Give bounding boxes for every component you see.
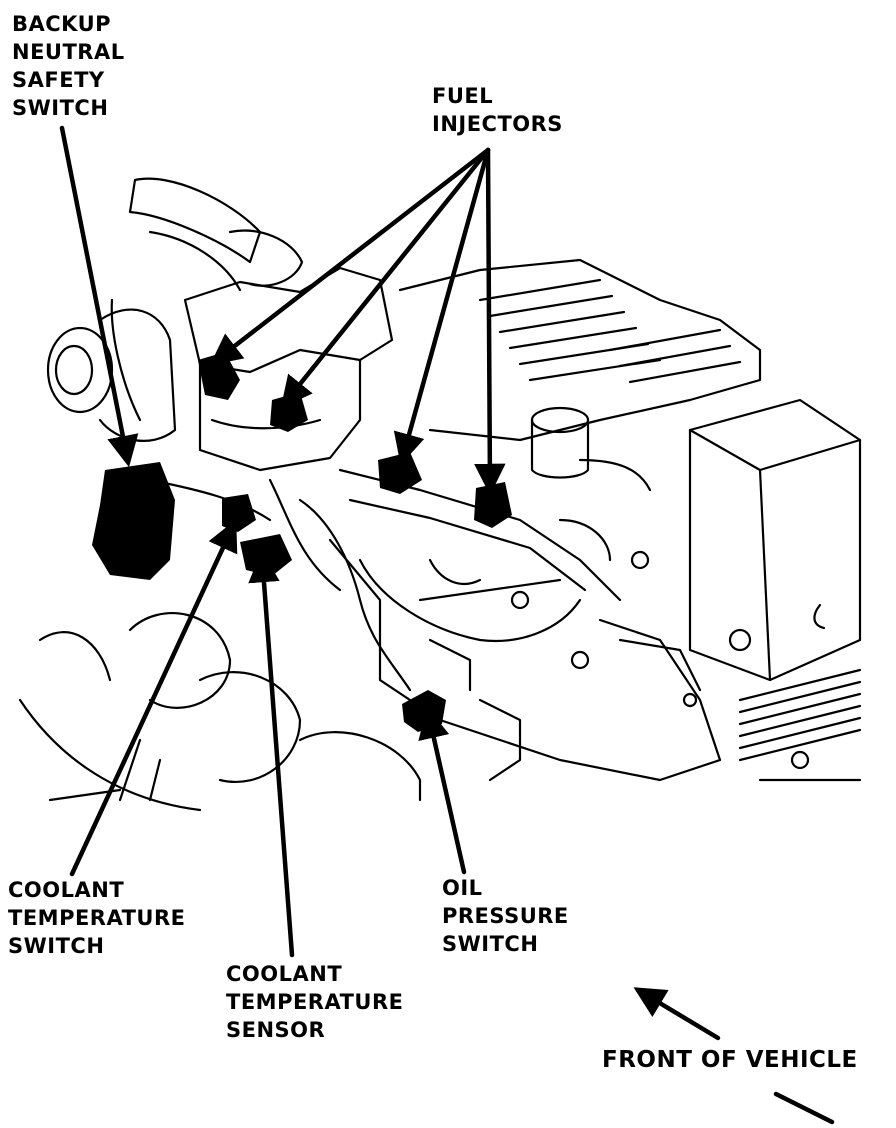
label-line: FRONT OF VEHICLE [602,1047,858,1073]
arrow-coolant-temp-switch [69,519,238,877]
label-line: SWITCH [8,934,105,958]
fuel-injectors-label: FUEL INJECTORS [432,82,563,138]
front-of-vehicle-label: FRONT OF VEHICLE [602,1046,858,1074]
leader-arrows [59,125,721,1041]
label-line: COOLANT [226,962,343,986]
arrow-front-of-vehicle [633,987,721,1041]
components [92,352,512,732]
label-line: NEUTRAL [12,40,125,64]
arrow-injector-3 [393,147,491,466]
injector-3 [378,452,422,494]
label-line: OIL [442,876,483,900]
label-line: FUEL [432,84,494,108]
arrow-backup-switch [59,125,139,468]
arrow-injector-4 [474,147,506,496]
backup-neutral-safety-switch-component [92,462,175,580]
oil-pressure-switch-label: OIL PRESSURE SWITCH [442,874,569,958]
coolant-temperature-sensor-label: COOLANT TEMPERATURE SENSOR [226,960,404,1044]
coolant-temperature-sensor-component [240,534,292,576]
coolant-temperature-switch-component [222,494,256,532]
label-line: INJECTORS [432,112,563,136]
arrow-coolant-temp-sensor [248,550,295,958]
coolant-temperature-switch-label: COOLANT TEMPERATURE SWITCH [8,876,186,960]
injector-4 [474,482,512,528]
label-line: SENSOR [226,1018,326,1042]
oil-pressure-switch-component [402,690,446,732]
backup-neutral-safety-switch-label: BACKUP NEUTRAL SAFETY SWITCH [12,10,125,122]
label-line: PRESSURE [442,904,569,928]
label-line: BACKUP [12,12,112,36]
label-line: TEMPERATURE [8,906,186,930]
label-line: TEMPERATURE [226,990,404,1014]
label-line: SWITCH [442,932,539,956]
label-line: SWITCH [12,96,109,120]
label-line: SAFETY [12,68,105,92]
front-of-vehicle-tail-line [773,1091,835,1125]
label-line: COOLANT [8,878,125,902]
arrow-oil-pressure-switch [418,706,467,875]
arrow-injector-2 [280,147,491,409]
arrow-injector-1 [209,147,491,366]
